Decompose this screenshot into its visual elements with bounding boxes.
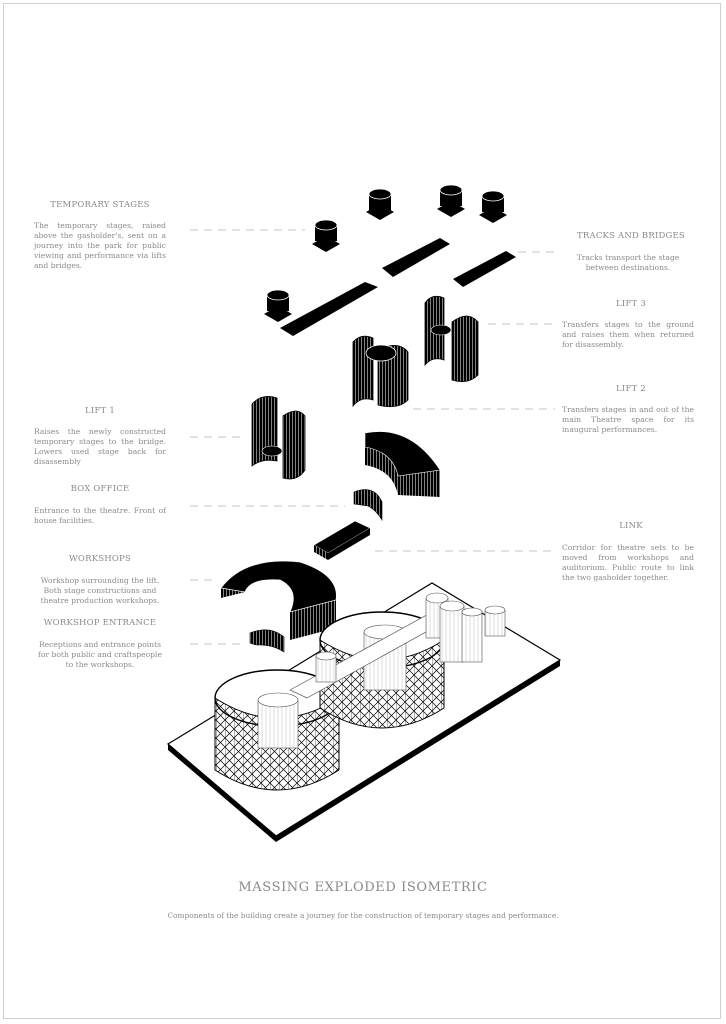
workshop-entrance: [249, 629, 285, 653]
annotation-link: LINK: [565, 521, 697, 531]
heading-lift-2: LIFT 2: [616, 384, 646, 394]
box-office: [353, 489, 383, 522]
heading-lift-3: LIFT 3: [616, 299, 646, 309]
stage-unit: [437, 184, 465, 217]
heading-lift-1: LIFT 1: [85, 406, 115, 416]
stage-unit: [312, 219, 340, 252]
lift-3: [424, 295, 479, 383]
text-workshop-entrance: Receptions and entrance points for both …: [38, 640, 162, 669]
heading-tracks-and-bridges: TRACKS AND BRIDGES: [577, 231, 685, 241]
annotation-temporary-stages: TEMPORARY STAGES: [40, 200, 160, 210]
annotation-tracks-and-bridges: TRACKS AND BRIDGES: [565, 231, 697, 241]
stage-unit: [479, 190, 507, 223]
stage-unit: [264, 289, 292, 322]
text-tracks-and-bridges: Tracks transport the stage between desti…: [576, 253, 680, 272]
ground-lifts: [425, 592, 506, 663]
link-corridor: [313, 520, 371, 560]
tracks-and-bridges: [280, 238, 516, 336]
annotation-box-office: BOX OFFICE: [40, 484, 160, 494]
sheet-border: [3, 3, 721, 1019]
workshops-ring: [220, 560, 337, 640]
annotation-lift-1: LIFT 1: [40, 406, 160, 416]
diagram-subtitle: Components of the building create a jour…: [167, 911, 559, 920]
theatre-ring-segment: [364, 431, 441, 497]
text-workshops: Workshop surrounding the lift. Both stag…: [40, 576, 160, 605]
annotation-lift-2: LIFT 2: [565, 384, 697, 394]
heading-workshops: WORKSHOPS: [68, 554, 131, 564]
heading-link: LINK: [619, 521, 643, 531]
heading-box-office: BOX OFFICE: [70, 484, 130, 494]
text-lift-2: Transfers stages in and out of the main …: [562, 405, 694, 434]
lift-1: [251, 396, 306, 480]
lift-2: [352, 335, 409, 408]
temporary-stage-units: [264, 184, 507, 322]
heading-temporary-stages: TEMPORARY STAGES: [50, 200, 150, 210]
text-temporary-stages: The temporary stages, raised above the g…: [34, 221, 166, 270]
stage-unit: [366, 188, 394, 220]
annotation-workshop-entrance: WORKSHOP ENTRANCE: [40, 618, 160, 628]
text-lift-3: Transfers stages to the ground and raise…: [562, 320, 694, 349]
annotation-workshops: WORKSHOPS: [40, 554, 160, 564]
text-lift-1: Raises the newly constructed temporary s…: [34, 427, 166, 466]
leader-lines: [190, 229, 555, 645]
text-box-office: Entrance to the theatre. Front of house …: [34, 506, 166, 525]
annotation-lift-3: LIFT 3: [565, 299, 697, 309]
diagram-title: MASSING EXPLODED ISOMETRIC: [238, 880, 488, 895]
text-link: Corridor for theatre sets to be moved fr…: [562, 543, 694, 582]
heading-workshop-entrance: WORKSHOP ENTRANCE: [43, 618, 157, 628]
